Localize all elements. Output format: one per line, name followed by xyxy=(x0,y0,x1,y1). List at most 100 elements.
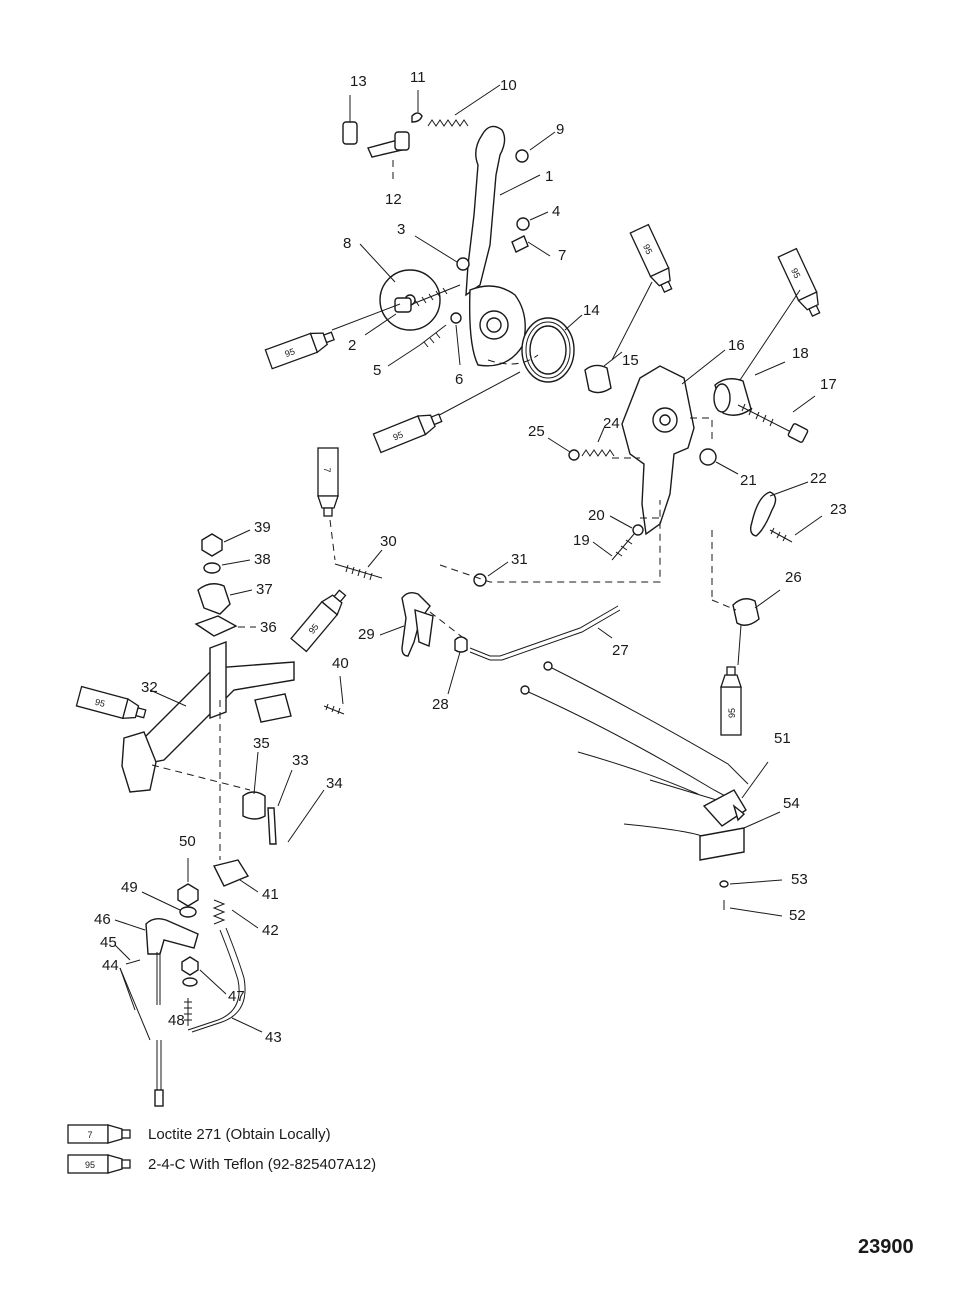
part-3-nut xyxy=(456,257,470,271)
part-23-screw xyxy=(769,529,793,543)
callout-25: 25 xyxy=(528,423,545,440)
callout-26: 26 xyxy=(785,569,802,586)
tube-code: 95 xyxy=(641,243,654,256)
part-11-clip xyxy=(411,112,423,123)
part-33-spring xyxy=(267,807,277,845)
lube-tube-g: 95 xyxy=(75,685,147,720)
part-51-harness xyxy=(523,689,745,807)
lube-tube-h: 95 xyxy=(720,666,742,736)
part-50-nut xyxy=(177,883,199,907)
part-34-screw xyxy=(287,789,325,843)
callout-17: 17 xyxy=(820,376,837,393)
part-43-cable xyxy=(187,929,240,1031)
part-4-bushing xyxy=(516,217,530,231)
part-35-block xyxy=(242,791,266,820)
callout-36: 36 xyxy=(260,619,277,636)
callout-43: 43 xyxy=(265,1029,282,1046)
callout-39: 39 xyxy=(254,519,271,536)
callout-5: 5 xyxy=(373,362,381,379)
callout-18: 18 xyxy=(792,345,809,362)
legend-text-teflon: 2-4-C With Teflon (92-825407A12) xyxy=(148,1156,376,1173)
callout-54: 54 xyxy=(783,795,800,812)
callout-19: 19 xyxy=(573,532,590,549)
legend-item-loctite: 7 xyxy=(67,1124,131,1144)
callout-8: 8 xyxy=(343,235,351,252)
callout-labels: 13 11 10 9 12 1 4 3 8 7 14 2 5 6 15 16 1… xyxy=(94,69,847,1046)
callout-4: 4 xyxy=(552,203,560,220)
lube-tube-a: 95 xyxy=(264,331,335,370)
callout-44: 44 xyxy=(102,957,119,974)
callout-47: 47 xyxy=(228,988,245,1005)
callout-28: 28 xyxy=(432,696,449,713)
part-25-nut xyxy=(568,449,580,461)
part-36-plate xyxy=(194,615,238,637)
callout-46: 46 xyxy=(94,911,111,928)
callout-42: 42 xyxy=(262,922,279,939)
callout-40: 40 xyxy=(332,655,349,672)
tube-code: 95 xyxy=(789,267,802,280)
part-13-nut xyxy=(342,121,358,145)
figure-number: 23900 xyxy=(858,1236,914,1258)
part-7-screw xyxy=(511,235,529,253)
wiring-assembly xyxy=(520,661,783,917)
legend: 7 Loctite 271 (Obtain Locally) 95 2-4-C … xyxy=(67,1124,376,1174)
callout-9: 9 xyxy=(556,121,564,138)
callout-21: 21 xyxy=(740,472,757,489)
lube-tube-f: 95 xyxy=(290,589,347,653)
lube-tube-d: 95 xyxy=(777,247,821,317)
part-16-shift-lever xyxy=(621,365,695,536)
tube-code: 95 xyxy=(391,429,404,442)
callout-3: 3 xyxy=(397,221,405,238)
callout-49: 49 xyxy=(121,879,138,896)
callout-48: 48 xyxy=(168,1012,185,1029)
tube-code: 95 xyxy=(283,346,296,359)
callout-16: 16 xyxy=(728,337,745,354)
callout-20: 20 xyxy=(588,507,605,524)
part-9-nut xyxy=(515,149,529,163)
callout-15: 15 xyxy=(622,352,639,369)
part-38-washer xyxy=(203,562,221,574)
shift-lever-assembly xyxy=(547,281,823,666)
tube-code: 7 xyxy=(322,467,332,472)
legend-tube-code: 7 xyxy=(87,1130,92,1140)
callout-13: 13 xyxy=(350,73,367,90)
part-26-bushing xyxy=(732,598,760,626)
part-29-bracket xyxy=(401,591,431,657)
lube-tube-c: 95 xyxy=(629,223,673,293)
part-31-nut xyxy=(473,573,487,587)
callout-51: 51 xyxy=(774,730,791,747)
callout-34: 34 xyxy=(326,775,343,792)
callout-53: 53 xyxy=(791,871,808,888)
callout-35: 35 xyxy=(253,735,270,752)
part-28-clip xyxy=(454,636,468,653)
callout-41: 41 xyxy=(262,886,279,903)
part-1-throttle-lever xyxy=(465,125,506,297)
part-6-nut xyxy=(450,312,462,324)
tube-code: 95 xyxy=(307,622,321,636)
callout-14: 14 xyxy=(583,302,600,319)
legend-text-loctite: Loctite 271 (Obtain Locally) xyxy=(148,1126,331,1143)
callout-32: 32 xyxy=(141,679,158,696)
callout-1: 1 xyxy=(545,168,553,185)
part-15-bushing xyxy=(584,364,612,394)
callout-38: 38 xyxy=(254,551,271,568)
left-bracket-assembly xyxy=(114,529,345,1107)
part-20-nut xyxy=(632,524,644,536)
callout-30: 30 xyxy=(380,533,397,550)
part-46-lever xyxy=(145,917,199,955)
callout-27: 27 xyxy=(612,642,629,659)
lube-tube-e: 7 xyxy=(317,447,339,517)
callout-31: 31 xyxy=(511,551,528,568)
callout-12: 12 xyxy=(385,191,402,208)
callout-7: 7 xyxy=(558,247,566,264)
part-10-spring xyxy=(427,119,469,127)
callout-24: 24 xyxy=(603,415,620,432)
part-30-rod xyxy=(334,563,383,579)
callout-11: 11 xyxy=(410,69,426,86)
callout-33: 33 xyxy=(292,752,309,769)
part-24-spring xyxy=(581,449,615,457)
part-21-bushing xyxy=(699,448,717,466)
callout-45: 45 xyxy=(100,934,117,951)
callout-50: 50 xyxy=(179,833,196,850)
callout-2: 2 xyxy=(348,337,356,354)
